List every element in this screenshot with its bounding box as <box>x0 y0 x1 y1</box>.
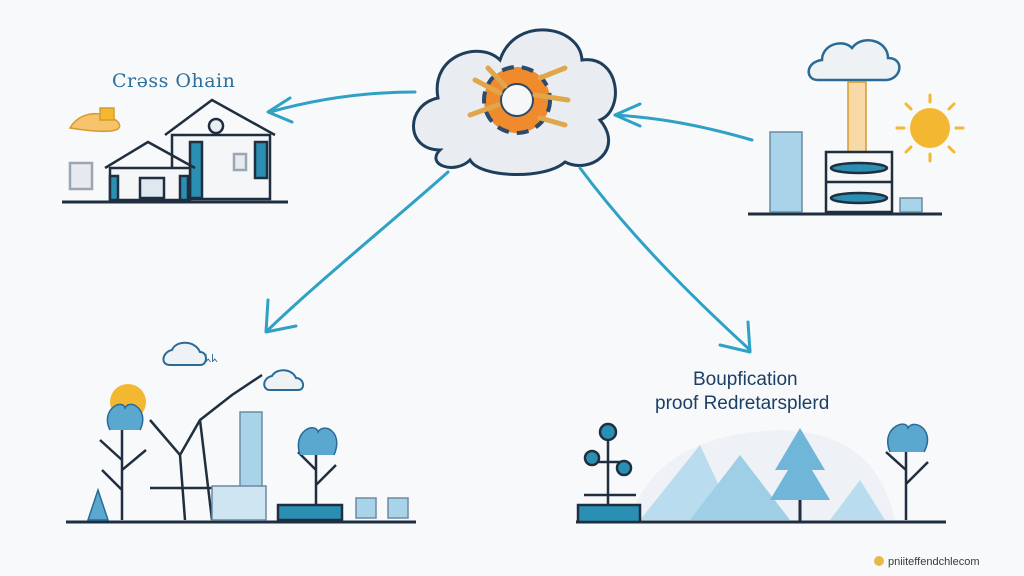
proof-label-line-1: Boupfication <box>693 369 798 390</box>
arrow-icon <box>264 90 754 354</box>
watermark-logo-icon <box>874 556 884 566</box>
bottom-left-cloud-label: ᖾᖾ <box>205 353 218 365</box>
sun-icon <box>895 93 965 163</box>
watermark-text: pniiteffendchlecom <box>888 556 980 568</box>
cloud-icon <box>162 341 304 391</box>
proof-label-line-2: proof Redretarsplerd <box>655 393 830 414</box>
watermark: pniiteffendchlecom <box>874 556 980 568</box>
solar-farm-icon <box>748 39 942 216</box>
mountain-tree-icon <box>576 422 946 524</box>
cloud-hub-icon <box>412 28 617 177</box>
forest-windmill-icon <box>66 373 416 524</box>
house-icon <box>62 98 288 204</box>
cross-chain-label: Crǝss Ohain <box>112 70 236 92</box>
